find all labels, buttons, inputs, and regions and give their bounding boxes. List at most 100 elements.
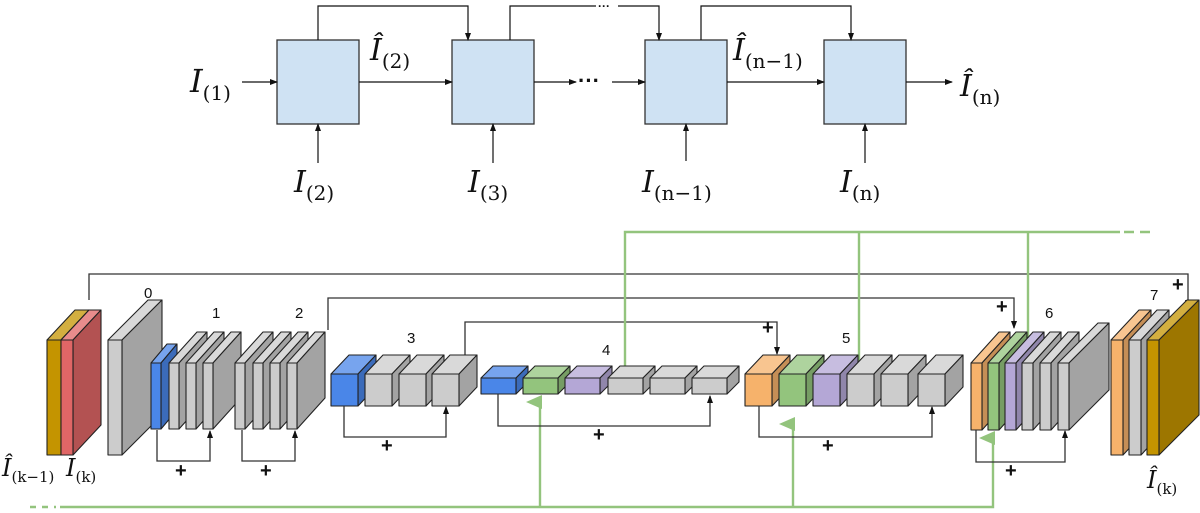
label-bottom-input-2: I(2) (293, 165, 334, 205)
residual-3 (343, 406, 449, 438)
recurrent-chain-diagram: ··· ··· I(1) Î(2) Î(n−1) Î(n) I(2) I(3) … (189, 0, 1000, 205)
skip-connection-0-7 (88, 273, 1191, 308)
stage1-slab-4 (202, 331, 242, 430)
recurrent-block-1 (276, 39, 360, 125)
stage3-cube-3-front (398, 373, 427, 407)
label-bottom-input-n: I(n) (839, 165, 880, 205)
stage6-slab-4-front (1021, 362, 1034, 431)
stage5-cube-5-front (880, 373, 909, 407)
plus-residual-3: + (381, 435, 393, 457)
stage4-box-6 (691, 365, 740, 395)
label-prev-output: Î(k−1) (1, 453, 54, 486)
skip-ellipsis: ··· (598, 0, 610, 13)
skip-arrow-2 (509, 5, 596, 40)
stage1-slab-3-front (185, 362, 197, 430)
stage7-slab-1-front (1110, 339, 1124, 456)
plus-residual-4: + (593, 424, 605, 446)
stage-label-7: 7 (1150, 287, 1158, 304)
skip-connection-3-5 (464, 321, 780, 355)
skip-arrow-4 (700, 5, 854, 41)
stage-label-1: 1 (212, 305, 220, 322)
stage2-slab-1-front (234, 362, 246, 430)
stage3-cube-2-front (364, 373, 393, 407)
stage6-slab-5-front (1039, 362, 1052, 431)
stage3-cube-4-front (431, 373, 460, 407)
residual-2 (241, 430, 298, 462)
label-output-n: Î(n) (959, 68, 1000, 109)
residual-4 (497, 394, 713, 427)
stage4-box-2 (522, 365, 571, 395)
unet-diagram: + + + + + + + + + 0 1 2 3 4 5 6 7 Î(k−1)… (1, 230, 1200, 509)
stage-label-4: 4 (602, 342, 610, 359)
plus-residual-2: + (260, 460, 272, 482)
stage5-cube-5 (880, 354, 927, 407)
output-slab-front (1146, 339, 1160, 456)
stage4-box-4-front (607, 377, 644, 395)
stage4-box-2-front (522, 377, 559, 395)
recurrent-block-2 (451, 39, 535, 125)
stage7-slab-2-front (1128, 339, 1142, 456)
input-slab-current-input-front (60, 339, 74, 456)
stage5-cube-6 (917, 354, 964, 407)
label-current-output: Î(k) (1146, 465, 1177, 498)
recurrent-line-bottom (60, 431, 995, 509)
stage5-cube-2-front (778, 373, 807, 407)
stage6-slab-6 (1057, 322, 1110, 431)
residual-6 (975, 430, 1068, 463)
stage6-slab-1-front (970, 362, 983, 431)
plus-skip-0-7: + (1172, 274, 1184, 296)
stage4-box-3 (564, 365, 613, 395)
label-input-1: I(1) (189, 62, 231, 105)
label-output-n-1: Î(n−1) (732, 32, 803, 73)
plus-residual-6: + (1005, 460, 1017, 482)
stage4-box-1 (480, 365, 529, 395)
chain-ellipsis: ··· (578, 68, 600, 93)
stage6-slab-6-front (1057, 362, 1070, 431)
plus-skip-3-5: + (762, 317, 774, 339)
stage2-slab-3-front (269, 362, 281, 430)
stage-label-3: 3 (407, 330, 415, 347)
skip-arrow-3 (618, 5, 662, 41)
conv-slab-0 (107, 299, 163, 456)
recurrent-line-top (623, 230, 1120, 377)
stage5-cube-4-front (846, 373, 875, 407)
stage-label-6: 6 (1045, 305, 1053, 322)
plus-residual-5: + (822, 435, 834, 457)
plus-residual-1: + (175, 460, 187, 482)
stage1-slab-1-front (150, 362, 162, 430)
stage-label-5: 5 (842, 330, 850, 347)
stage-label-0: 0 (144, 285, 152, 302)
stage2-slab-2-front (252, 362, 264, 430)
stage3-cube-1-front (330, 373, 359, 407)
stage2-slab-4-front (286, 362, 298, 430)
stage5-cube-6-front (917, 373, 946, 407)
stage1-slab-4-front (202, 362, 214, 430)
recurrent-block-3 (644, 39, 728, 125)
stage4-box-1-front (480, 377, 517, 395)
stage1-slab-2-front (168, 362, 180, 430)
skip-arrow-1 (317, 5, 471, 41)
stage4-box-5-front (649, 377, 686, 395)
label-bottom-input-3: I(3) (467, 165, 508, 205)
stage6-slab-2-front (987, 362, 1000, 431)
residual-1 (156, 430, 213, 462)
residual-5 (758, 406, 935, 438)
stage4-box-6-front (691, 377, 728, 395)
stage5-cube-1-front (744, 373, 773, 407)
skip-connection-2-6 (327, 297, 1017, 330)
stage2-slab-4 (286, 331, 326, 430)
stage3-cube-4 (431, 354, 478, 407)
input-slab-prev-output-front (46, 339, 62, 456)
stage-label-2: 2 (295, 305, 303, 322)
stage4-box-3-front (564, 377, 601, 395)
stage6-slab-3-front (1004, 362, 1017, 431)
input-slab-current-input (60, 309, 102, 456)
label-output-2: Î(2) (369, 32, 410, 73)
stage5-cube-3-front (812, 373, 841, 407)
label-bottom-input-n-1: I(n−1) (641, 165, 712, 205)
output-slab (1146, 299, 1200, 456)
stage4-box-4 (607, 365, 656, 395)
recurrent-block-4 (823, 39, 907, 125)
conv-slab-0-front (107, 339, 123, 456)
